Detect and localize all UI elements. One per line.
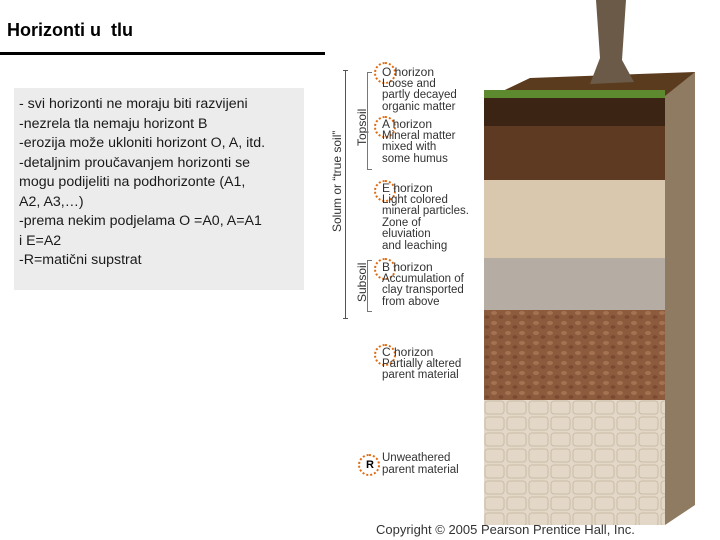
grass-strip (484, 90, 665, 98)
r-horizon-label: Unweathered parent material (382, 453, 459, 476)
o-horizon-label: O horizon Loose and partly decayed organ… (382, 67, 457, 113)
horizon-heading: B horizon (382, 262, 464, 274)
c-horizon-label: C horizon Partially altered parent mater… (382, 347, 461, 382)
solum-label: Solum or “true soil” (330, 131, 344, 232)
r-horizon-heading: R (366, 459, 374, 471)
horizon-desc: parent material (382, 465, 459, 477)
horizon-desc: clay transported (382, 285, 464, 297)
horizon-heading: A horizon (382, 119, 456, 131)
e-horizon-layer (484, 180, 665, 258)
horizon-desc: some humus (382, 154, 456, 166)
horizon-desc: and leaching (382, 241, 469, 253)
b-horizon-label: B horizon Accumulation of clay transport… (382, 262, 464, 308)
c-horizon-texture (484, 310, 665, 400)
a-horizon-label: A horizon Mineral matter mixed with some… (382, 119, 456, 165)
horizon-desc: Unweathered (382, 453, 459, 465)
copyright-notice: Copyright © 2005 Pearson Prentice Hall, … (376, 522, 635, 537)
solum-axis-tick (343, 318, 348, 319)
topsoil-brace (367, 72, 372, 170)
tree-trunk (590, 0, 634, 84)
horizon-desc: partly decayed (382, 90, 457, 102)
horizon-desc: mixed with (382, 142, 456, 154)
horizon-desc: mineral particles. (382, 206, 469, 218)
horizon-desc: parent material (382, 370, 461, 382)
horizon-heading: E horizon (382, 183, 469, 195)
o-horizon-layer (484, 96, 665, 126)
r-horizon-texture (484, 400, 665, 525)
horizon-desc: from above (382, 297, 464, 309)
horizon-desc: organic matter (382, 102, 457, 114)
a-horizon-layer (484, 126, 665, 180)
e-horizon-label: E horizon Light colored mineral particle… (382, 183, 469, 252)
horizon-heading: O horizon (382, 67, 457, 79)
profile-side-face (665, 72, 695, 525)
horizon-desc: eluviation (382, 229, 469, 241)
b-horizon-layer (484, 258, 665, 310)
horizon-heading: C horizon (382, 347, 461, 359)
solum-axis-tick (343, 70, 348, 71)
solum-axis-line (345, 70, 346, 318)
subsoil-brace (367, 260, 372, 312)
